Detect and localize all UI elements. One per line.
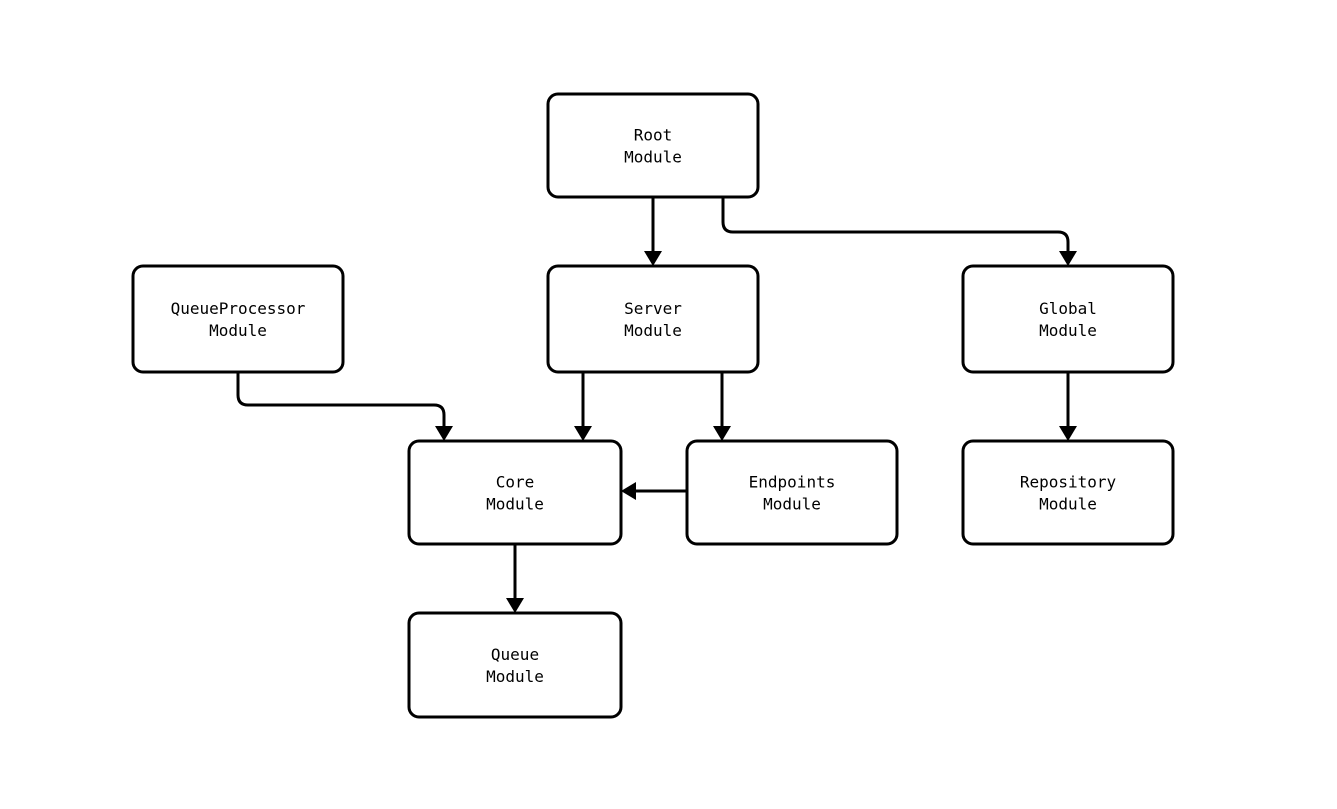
- edge-server-to-endpoints: [713, 372, 731, 441]
- edge-root-to-server: [644, 197, 662, 266]
- repository-module-box[interactable]: [961, 439, 1175, 546]
- repository-module-label-line1: Repository: [1020, 472, 1117, 491]
- global-module-box[interactable]: [961, 264, 1175, 374]
- core-module-box[interactable]: [407, 439, 623, 546]
- edge-global-to-repository: [1059, 372, 1077, 441]
- server-module-label-line1: Server: [624, 299, 682, 318]
- edge-global-to-repository-arrowhead: [1059, 426, 1077, 441]
- edge-root-to-global-arrowhead: [1059, 251, 1077, 266]
- endpoints-module-label-line1: Endpoints: [749, 472, 836, 491]
- server-module-box[interactable]: [546, 264, 760, 374]
- edge-root-to-global: [721, 197, 1077, 266]
- server-module-label-line2: Module: [624, 321, 682, 340]
- edge-root-to-global-line: [721, 197, 1070, 252]
- queue-module-label-line2: Module: [486, 667, 544, 686]
- core-module-label-line1: Core: [496, 472, 535, 491]
- edge-queueprocessor-to-core: [236, 372, 453, 441]
- root-module-label-line1: Root: [634, 125, 673, 144]
- edge-core-to-queue: [506, 544, 524, 613]
- endpoints-module-box[interactable]: [685, 439, 899, 546]
- core-module-label-line2: Module: [486, 494, 544, 513]
- edge-root-to-server-arrowhead: [644, 251, 662, 266]
- repository-module-label-line2: Module: [1039, 494, 1097, 513]
- root-module-label-line2: Module: [624, 147, 682, 166]
- queueprocessor-module-label-line2: Module: [209, 321, 267, 340]
- edges-layer: [236, 197, 1077, 613]
- root-module-box[interactable]: [546, 92, 760, 199]
- queueprocessor-module-box[interactable]: [131, 264, 345, 374]
- edge-server-to-core-arrowhead: [574, 426, 592, 441]
- queue-module-box[interactable]: [407, 611, 623, 719]
- edge-endpoints-to-core-arrowhead: [621, 482, 636, 500]
- edge-server-to-core: [574, 372, 592, 441]
- edge-queueprocessor-to-core-line: [236, 372, 446, 427]
- edge-server-to-endpoints-arrowhead: [713, 426, 731, 441]
- queueprocessor-module-label-line1: QueueProcessor: [171, 299, 306, 318]
- edge-core-to-queue-arrowhead: [506, 598, 524, 613]
- endpoints-module-label-line2: Module: [763, 494, 821, 513]
- global-module-label-line2: Module: [1039, 321, 1097, 340]
- edge-endpoints-to-core: [621, 482, 687, 500]
- edge-queueprocessor-to-core-arrowhead: [435, 426, 453, 441]
- queue-module-label-line1: Queue: [491, 645, 539, 664]
- global-module-label-line1: Global: [1039, 299, 1097, 318]
